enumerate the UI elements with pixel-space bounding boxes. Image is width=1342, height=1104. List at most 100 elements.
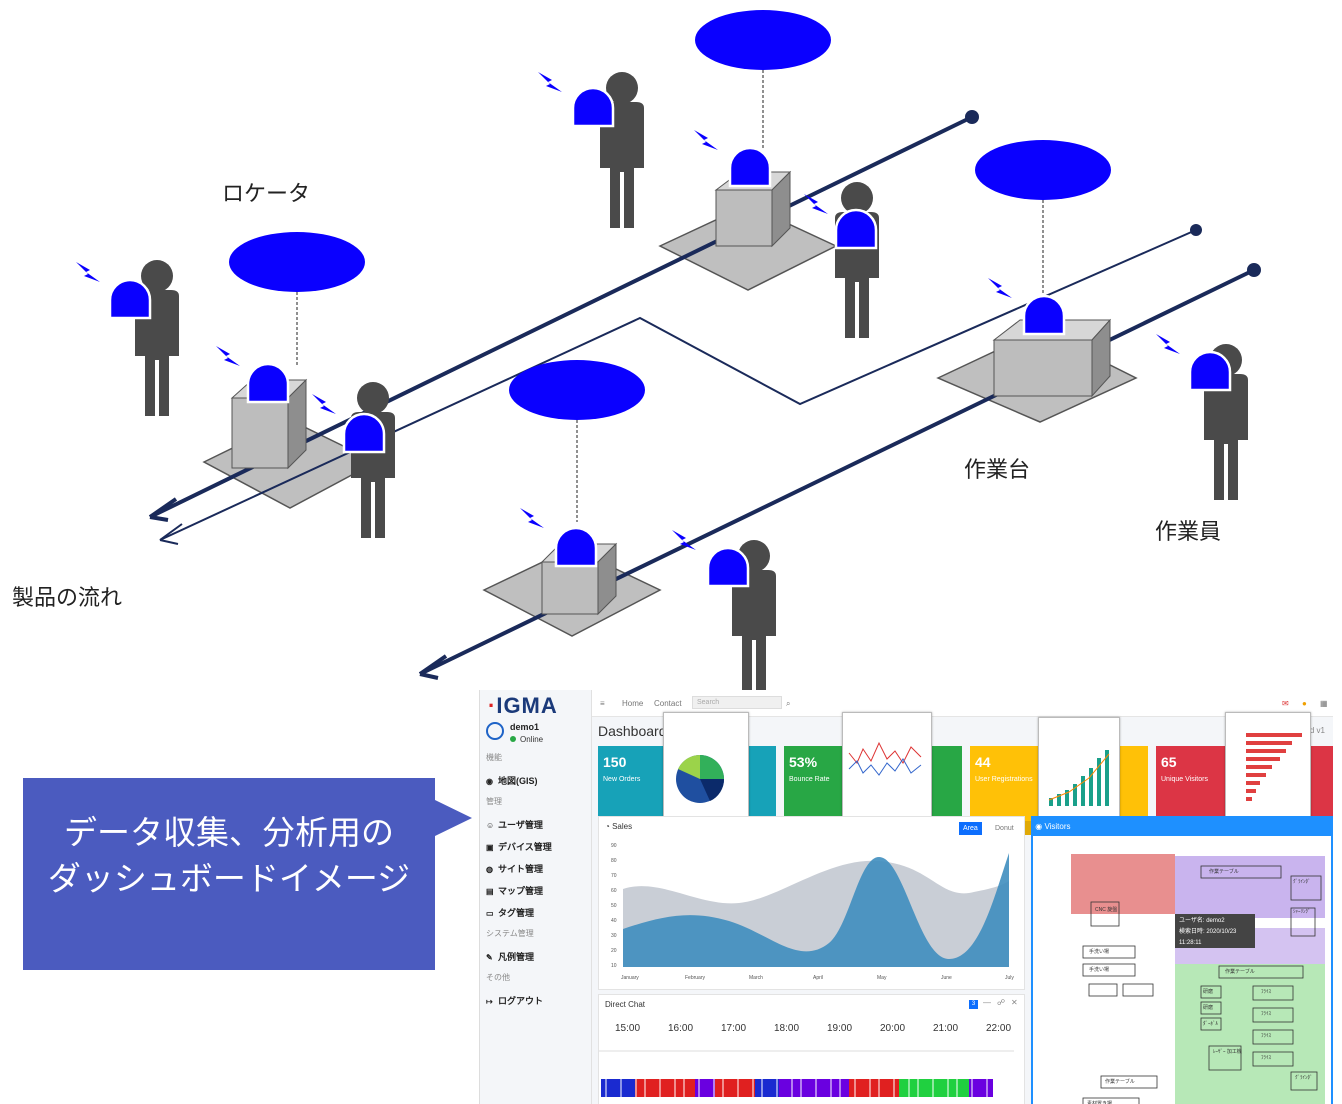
worker-figure xyxy=(351,382,395,538)
stat-label: Unique Visitors xyxy=(1161,776,1208,783)
timeline-tick xyxy=(698,1079,700,1097)
floor-label: 作業テーブル xyxy=(1105,1079,1135,1085)
signal-icon xyxy=(538,72,562,92)
callout-text: データ収集、分析用の ダッシュボードイメージ xyxy=(23,810,435,902)
menu-item-label: マップ管理 xyxy=(498,886,544,896)
messages-icon[interactable]: ✉ xyxy=(1282,699,1289,708)
stat-label: New Orders xyxy=(603,776,641,783)
tooltip: ユーザ名: demo2 検索日時: 2020/10/23 11:28:11 xyxy=(1175,914,1255,948)
x-tick-label: July xyxy=(1005,975,1014,981)
floor-box xyxy=(1200,1017,1222,1031)
hamburger-icon[interactable]: ≡ xyxy=(600,699,605,708)
y-tick-label: 30 xyxy=(611,933,617,939)
locator-tag xyxy=(1188,350,1232,392)
menu-item[interactable]: ▭タグ管理 xyxy=(486,906,534,919)
y-tick-label: 40 xyxy=(611,918,617,924)
anchor xyxy=(975,140,1111,296)
menu-item[interactable]: ↦ログアウト xyxy=(486,994,543,1007)
nav-contact[interactable]: Contact xyxy=(654,699,682,708)
menu-item[interactable]: ☺ユーザ管理 xyxy=(486,818,543,831)
chat-badge: 3 xyxy=(969,1000,978,1009)
tooltip-user: ユーザ名: demo2 xyxy=(1179,918,1225,924)
series-area-blue xyxy=(623,853,1009,967)
floor-box xyxy=(1082,1097,1140,1104)
timeline-tick xyxy=(971,1079,973,1097)
timeline-tick xyxy=(752,1079,754,1097)
floor-label: ﾌﾗｲｽ xyxy=(1261,1033,1272,1039)
timeline-tick xyxy=(839,1079,841,1097)
visitors-header: ◉ Visitors xyxy=(1033,818,1331,836)
logo: ·IGMA xyxy=(488,693,558,718)
bar-chart-thumbnail xyxy=(1038,717,1120,827)
anchor xyxy=(509,360,645,522)
chat-title: Direct Chat xyxy=(605,1000,646,1009)
apps-icon[interactable]: ▦ xyxy=(1320,699,1328,708)
timeline-segment xyxy=(849,1079,899,1097)
sidebar: ·IGMA demo1 Online 機能◉地図(GIS)管理☺ユーザ管理▣デバ… xyxy=(480,690,592,1104)
menu-section: 管理 xyxy=(486,797,502,806)
search-input[interactable]: Search xyxy=(692,696,782,709)
time-label: 15:00 xyxy=(615,1023,641,1034)
menu-item-label: ユーザ管理 xyxy=(498,820,543,830)
floor-label: ﾌﾗｲｽ xyxy=(1261,989,1272,995)
timeline-tick xyxy=(986,1079,988,1097)
menu-section: その他 xyxy=(486,973,510,982)
contacts-icon[interactable]: ☍ xyxy=(997,998,1006,1007)
x-tick-label: March xyxy=(749,975,763,981)
timeline-tick xyxy=(917,1079,919,1097)
tag-icon: ▭ xyxy=(486,909,494,918)
tab-donut[interactable]: Donut xyxy=(995,825,1014,832)
y-tick-label: 70 xyxy=(611,873,617,879)
menu-item[interactable]: ▣デバイス管理 xyxy=(486,840,552,853)
locator-tag xyxy=(554,526,598,568)
locator-tag xyxy=(342,412,386,454)
stat-value: 44 xyxy=(975,754,991,770)
timeline-segment xyxy=(779,1079,849,1097)
locator-tag xyxy=(834,208,878,250)
floor-label: CNC 旋盤 xyxy=(1095,907,1118,913)
menu-item[interactable]: ▤ マップ管理 xyxy=(486,884,543,897)
close-icon[interactable]: ✕ xyxy=(1011,998,1018,1007)
y-tick-label: 10 xyxy=(611,963,617,969)
menu-item-label: サイト管理 xyxy=(498,864,544,874)
signal-icon xyxy=(312,394,336,414)
pie-chart-thumbnail xyxy=(663,712,749,824)
y-tick-label: 50 xyxy=(611,903,617,909)
anchor xyxy=(695,10,831,148)
tab-area[interactable]: Area xyxy=(959,822,982,835)
x-tick-label: February xyxy=(685,975,706,981)
signal-icon xyxy=(76,262,100,282)
stat-value: 150 xyxy=(603,754,627,770)
nav-home[interactable]: Home xyxy=(622,699,644,708)
menu-item[interactable]: ✎凡例管理 xyxy=(486,950,534,963)
timeline-tick xyxy=(713,1079,715,1097)
timeline-tick xyxy=(776,1079,778,1097)
notifications-icon[interactable]: ● xyxy=(1302,699,1307,708)
stat-label: User Registrations xyxy=(975,776,1033,783)
y-tick-label: 90 xyxy=(611,843,617,849)
floor-box xyxy=(1252,985,1294,1001)
floor-box xyxy=(1252,1051,1294,1067)
user-name[interactable]: demo1 xyxy=(510,722,540,732)
floor-box xyxy=(1200,1001,1222,1015)
x-tick-label: May xyxy=(877,975,887,981)
floor-label: 作業テーブル xyxy=(1209,869,1239,875)
user-icon: ☺ xyxy=(486,821,495,830)
line-chart-thumbnail xyxy=(842,712,932,822)
locator-tag xyxy=(728,146,772,188)
timeline-tick xyxy=(761,1079,763,1097)
menu-item[interactable]: ◍サイト管理 xyxy=(486,862,543,875)
search-icon[interactable]: ⌕ xyxy=(786,699,791,708)
signal-icon xyxy=(216,346,240,366)
menu-item[interactable]: ◉地図(GIS) xyxy=(486,774,538,787)
timeline-tick xyxy=(854,1079,856,1097)
map-icon: ▤ xyxy=(486,887,494,896)
minimize-icon[interactable]: — xyxy=(983,998,991,1007)
timeline-tick xyxy=(683,1079,685,1097)
